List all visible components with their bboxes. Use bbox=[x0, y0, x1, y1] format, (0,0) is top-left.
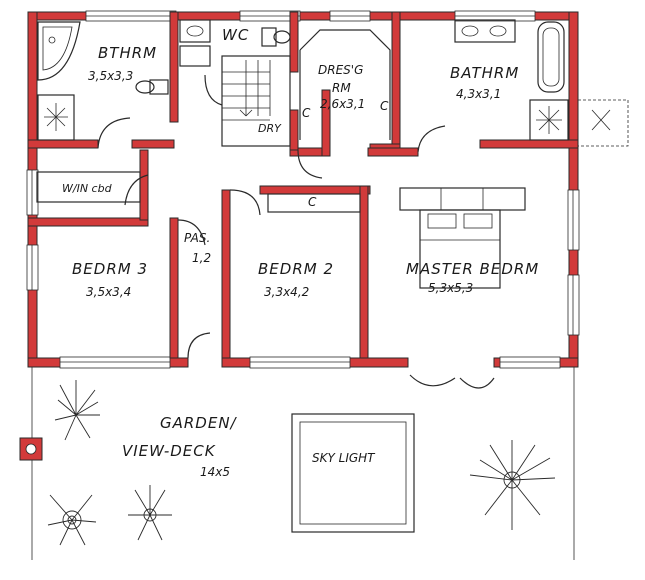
master-bed bbox=[399, 187, 526, 289]
deck bbox=[19, 367, 575, 560]
garden-dims: 14x5 bbox=[200, 465, 230, 479]
plant-4 bbox=[47, 494, 97, 546]
dressing-name2: RM bbox=[332, 81, 351, 95]
dressing-dims: 2,6x3,1 bbox=[320, 97, 365, 111]
bathroom2-dims: 4,3x3,1 bbox=[456, 87, 501, 101]
passage-name: PAS. bbox=[184, 231, 210, 245]
dressing-outline bbox=[299, 29, 391, 140]
shower-2 bbox=[529, 99, 629, 147]
wc-name: WC bbox=[222, 26, 249, 44]
corner-bath bbox=[37, 21, 81, 81]
side-windows bbox=[26, 169, 580, 369]
wc-basins bbox=[179, 19, 291, 67]
toilet-1 bbox=[135, 79, 169, 95]
closet-mark-1: C bbox=[302, 106, 311, 120]
dressing-name: DRES'G bbox=[318, 63, 363, 77]
dry-label: DRY bbox=[258, 122, 282, 135]
master-name: MASTER BEDRM bbox=[406, 260, 539, 278]
garden-name2: VIEW-DECK bbox=[122, 442, 216, 460]
master-dims: 5,3x5,3 bbox=[428, 281, 473, 295]
closet-mark-3: C bbox=[308, 195, 317, 209]
garden-name: GARDEN/ bbox=[160, 414, 238, 432]
bedroom2-cupboard bbox=[267, 193, 361, 213]
bathtub-2 bbox=[537, 21, 565, 93]
passage-dims: 1,2 bbox=[192, 251, 211, 265]
skylight bbox=[291, 413, 415, 533]
shower-1 bbox=[37, 94, 75, 141]
cupboard-label: W/IN cbd bbox=[62, 182, 113, 195]
plant-1 bbox=[54, 380, 100, 441]
skylight-name: SKY LIGHT bbox=[312, 451, 376, 465]
bathroom1-name: BTHRM bbox=[98, 44, 157, 62]
plant-2 bbox=[469, 440, 556, 530]
bathroom1-dims: 3,5x3,3 bbox=[88, 69, 133, 83]
staircase bbox=[221, 55, 291, 147]
doors bbox=[97, 74, 495, 389]
top-windows bbox=[85, 10, 536, 22]
bedroom2-name: BEDRM 2 bbox=[258, 260, 334, 278]
bedroom3-name: BEDRM 3 bbox=[72, 260, 148, 278]
vanity-basins bbox=[454, 19, 516, 43]
bedroom3-dims: 3,5x3,4 bbox=[86, 285, 131, 299]
bathroom2-name: BATHRM bbox=[450, 64, 519, 82]
closet-mark-2: C bbox=[380, 99, 389, 113]
bedroom2-dims: 3,3x4,2 bbox=[264, 285, 309, 299]
plant-3 bbox=[128, 485, 172, 541]
walk-in-cupboard bbox=[36, 171, 141, 203]
interior-walls bbox=[27, 11, 579, 359]
